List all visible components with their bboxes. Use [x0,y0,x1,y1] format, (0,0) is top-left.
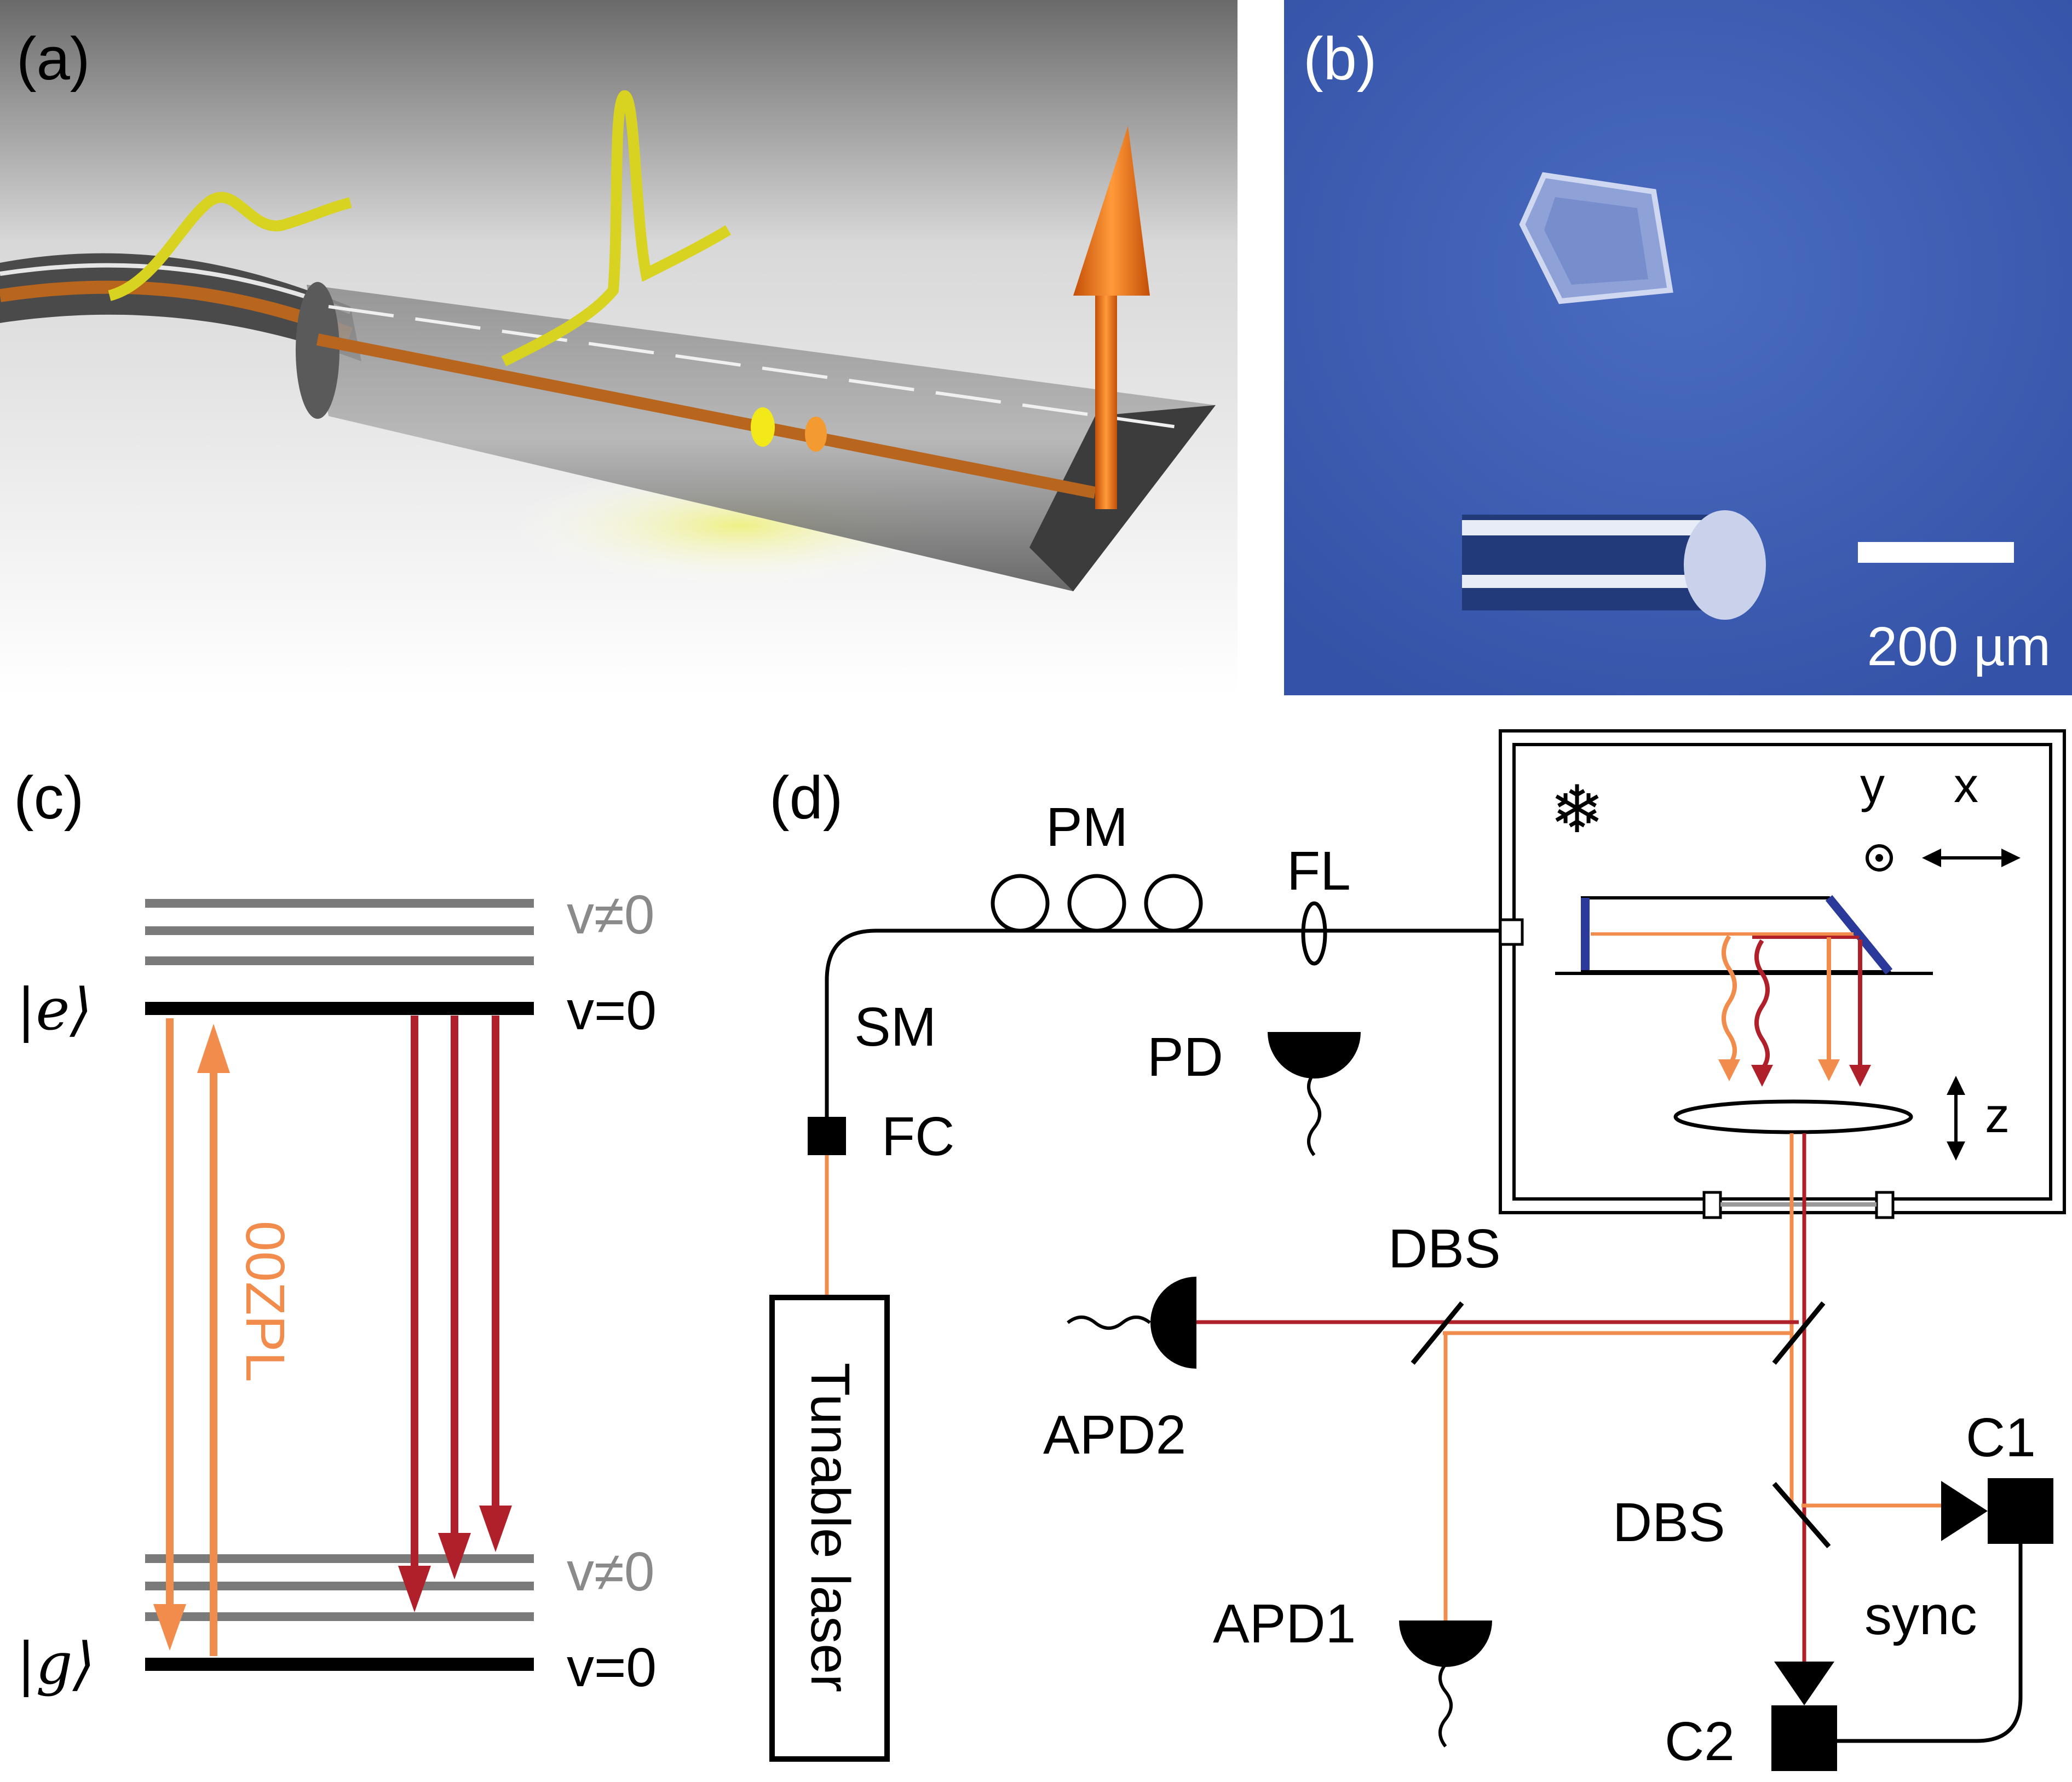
scale-bar-label: 200 µm [1867,616,2051,677]
pulse-yellow-small [108,192,352,301]
pd-label: PD [1147,1026,1223,1088]
panel-c-label: (c) [14,764,84,832]
dbs-mirror-main [1772,1301,1826,1365]
lower-v-ne0-label: v≠0 [567,1541,655,1602]
panel-d-label: (d) [769,764,843,832]
fiber-ferrule-top [1462,520,1703,535]
fc-label: FC [882,1106,954,1167]
panel-a: (a) [0,0,1238,695]
cryostat-outer [1499,729,2066,1214]
fiber-tip [1684,510,1766,620]
ferrule-cut-face [1029,405,1216,591]
z-arrowhead-up [1947,1076,1965,1095]
c1-box [1988,1478,2053,1544]
x-arrowhead-right [2001,849,2021,867]
c2-triangle [1774,1662,1834,1705]
emitter-yellow [751,407,775,447]
dbs-mirror-right [1772,1482,1831,1548]
zpl-label: 00ZPL [234,1221,296,1382]
c1-label: C1 [1966,1407,2036,1468]
paddle-1 [991,874,1050,933]
axis-y-label: y [1860,758,1885,813]
wavy-orange-arrowhead [1718,1059,1740,1081]
zpl-absorption-arrowhead [197,1024,230,1073]
fiber-mirror-right [1825,895,1893,975]
wavy-orange-emission [1722,935,1737,1066]
y-out-of-plane-dot [1875,854,1883,862]
fiber-highlight [0,263,352,314]
paddle-3 [1144,874,1203,933]
apd2-cable [1067,1316,1151,1330]
wavy-red-emission [1754,939,1770,1071]
scale-bar [1858,542,2014,563]
axis-x-label: x [1954,758,1978,813]
psb-arrowhead-3 [479,1506,512,1552]
cryostat-feedthrough [1499,918,1524,946]
tunable-laser-box [769,1295,890,1762]
x-arrowhead-left [1922,849,1941,867]
upper-v-eq0-label: v=0 [567,980,657,1041]
sync-label: sync [1864,1585,1977,1646]
fl-label: FL [1287,840,1351,902]
apd1-detector [1399,1620,1492,1667]
panel-a-label: (a) [16,25,90,93]
c2-label: C2 [1665,1711,1735,1772]
objective-lens [1673,1099,1913,1134]
c2-box [1771,1705,1837,1771]
wavy-red-arrowhead [1751,1065,1773,1087]
straight-orange-arrowhead [1818,1059,1840,1081]
fiber-outer [0,253,361,361]
y-out-of-plane-icon [1866,844,1893,872]
pm-label: PM [1046,797,1128,858]
panel-b: 200 µm (b) [1284,0,2072,695]
sync-cable [1837,1544,2023,1743]
sm-label: SM [854,996,936,1058]
orange-arrow-head [1073,126,1150,296]
ferrule-core-line [316,333,1097,499]
straight-red-arrowhead [1849,1065,1871,1087]
psb-arrowhead-1 [398,1566,431,1612]
photodiode-pd-cable [1307,1072,1321,1156]
dbs-mirror-top [1411,1301,1464,1365]
apd2-label: APD2 [1043,1404,1186,1466]
psb-arrowhead-2 [438,1533,471,1579]
cryostat-inner [1512,743,2052,1201]
panel-b-label: (b) [1303,25,1377,93]
crystal-inner [1544,197,1648,285]
single-mode-fiber [825,929,1514,1117]
apd1-label: APD1 [1213,1593,1356,1654]
ground-state-label: |g⟩ [16,1630,95,1697]
tunable-laser-label: Tunable laser [799,1363,861,1692]
pulse-yellow-tall [501,90,732,366]
panel-c: (c) 00ZPL |e⟩ |g⟩ v≠0 v=0 v≠0 v=0 [14,764,657,1698]
fiber-coupler-fc [808,1117,846,1155]
dbs-top-label: DBS [1388,1218,1501,1279]
lower-v-eq0-label: v=0 [567,1637,657,1698]
ferrule-end-left [296,282,339,419]
z-arrowhead-down [1947,1141,1965,1161]
ferrule-highlight [328,305,1178,429]
fiber-lens-fl [1301,901,1327,966]
excited-state-label: |e⟩ [16,976,92,1043]
apd2-detector [1150,1277,1196,1369]
snowflake-icon: ❄ [1550,773,1605,846]
zpl-emission-arrowhead [153,1604,186,1651]
photodiode-pd [1268,1032,1361,1079]
cryo-window-right [1875,1191,1895,1219]
dbs-right-label: DBS [1613,1492,1725,1553]
apd1-cable [1438,1663,1453,1748]
axis-z-label: z [1985,1088,2010,1143]
cryo-window-left [1702,1191,1722,1219]
c1-triangle [1941,1481,1988,1541]
fiber-ferrule-mid [1462,575,1697,588]
emitter-orange [805,417,827,452]
paddle-2 [1067,874,1126,933]
upper-v-ne0-label: v≠0 [567,884,655,945]
orange-arrow-shaft [1095,290,1117,509]
panel-d: (d) ❄ y x z [769,729,2066,1772]
